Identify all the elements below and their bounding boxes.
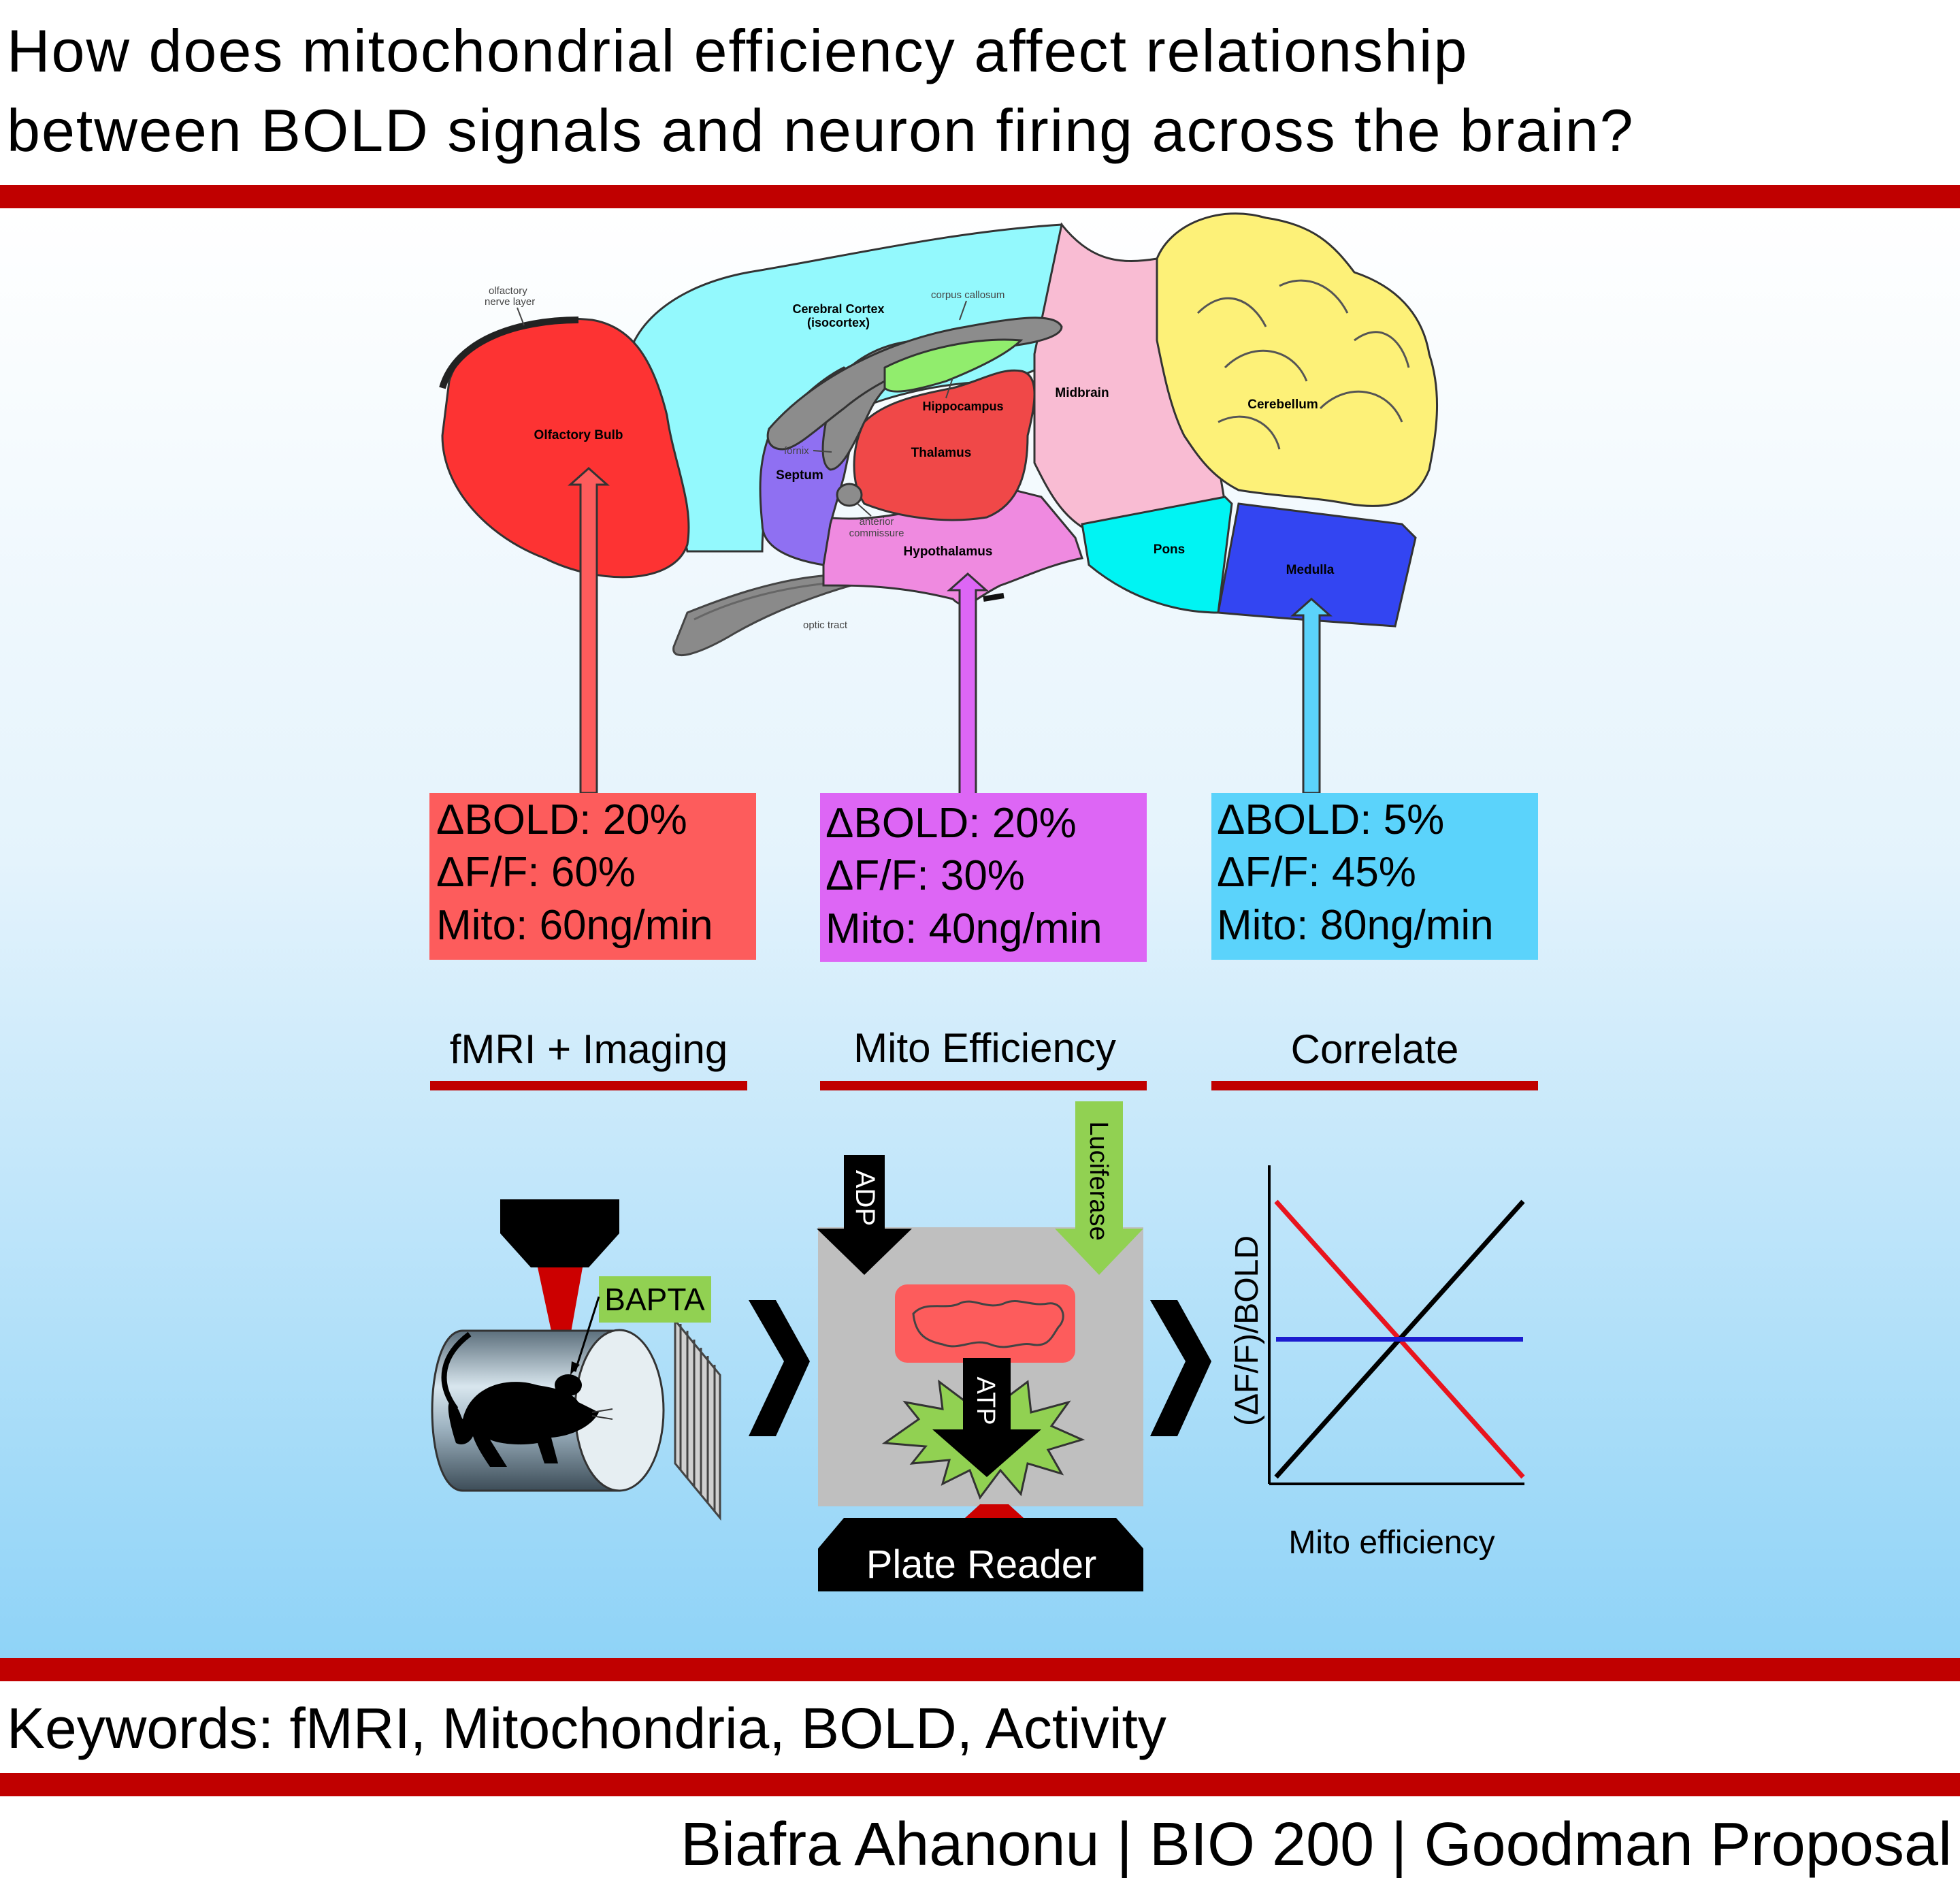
label-hypothalamus: Hypothalamus <box>904 545 993 559</box>
chevron-right-icon <box>1150 1300 1211 1436</box>
region-bold: ΔBOLD: 5% <box>1217 796 1444 843</box>
label-cerebellum: Cerebellum <box>1247 398 1318 412</box>
author-line: Biafra Ahanonu | BIO 200 | Goodman Propo… <box>681 1811 1952 1879</box>
mitochondria-sample <box>895 1284 1075 1363</box>
coil-plates <box>674 1317 721 1521</box>
label-fornix: fornix <box>784 445 809 457</box>
anterior-commissure-region <box>836 483 863 507</box>
label-medulla: Medulla <box>1286 563 1335 577</box>
title-line-1: How does mitochondrial efficiency affect… <box>7 17 1468 84</box>
correlation-chart: Mito efficiency (ΔF/F)/BOLD <box>1229 1165 1525 1561</box>
label-anterior-commissure-2: commissure <box>849 528 904 539</box>
microscope-setup: BAPTA <box>431 1199 721 1521</box>
label-thalamus: Thalamus <box>911 446 972 460</box>
arrow-hypothalamus <box>947 572 989 798</box>
atp-arrow <box>932 1358 1041 1477</box>
region-mito: Mito: 40ng/min <box>826 905 1102 952</box>
bapta-label: BAPTA <box>604 1282 705 1317</box>
region-mito: Mito: 60ng/min <box>436 902 713 949</box>
title-line-2: between BOLD signals and neuron firing a… <box>7 97 1635 164</box>
label-anterior-commissure-1: anterior <box>860 516 894 528</box>
adp-arrow <box>817 1155 912 1275</box>
label-cortex-2: (isocortex) <box>807 316 870 329</box>
mouse-icon <box>441 1331 613 1467</box>
corpus-callosum-region <box>766 317 1063 451</box>
luciferase-label: Luciferase <box>1084 1121 1113 1240</box>
footer-divider <box>0 1773 1960 1796</box>
atp-label: ATP <box>971 1376 1000 1425</box>
label-olfactory-nerve-layer-1: olfactory <box>489 285 527 297</box>
step-underline <box>820 1081 1147 1090</box>
label-optic-tract: optic tract <box>803 619 848 631</box>
laser-beam <box>538 1267 583 1382</box>
plate-reader <box>818 1518 1143 1591</box>
objective-lens <box>500 1199 619 1267</box>
label-septum: Septum <box>776 468 823 483</box>
chart-ylabel: (ΔF/F)/BOLD <box>1229 1235 1265 1426</box>
chart-xlabel: Mito efficiency <box>1288 1525 1494 1561</box>
step-heading-correlate: Correlate <box>1291 1026 1459 1072</box>
keywords-divider <box>0 1658 1960 1681</box>
label-hippocampus: Hippocampus <box>922 400 1003 413</box>
medulla-region <box>1217 502 1417 628</box>
region-box-hypothalamus: ΔBOLD: 20% ΔF/F: 30% Mito: 40ng/min <box>820 793 1147 962</box>
assay-plate: ADP Luciferase ATP Plate Reader <box>817 1101 1143 1591</box>
chevron-right-icon <box>749 1300 810 1436</box>
luciferase-arrow <box>1055 1101 1143 1275</box>
region-df: ΔF/F: 30% <box>826 852 1025 899</box>
step-underline <box>430 1081 747 1090</box>
region-df: ΔF/F: 45% <box>1217 849 1416 896</box>
region-df: ΔF/F: 60% <box>436 849 636 896</box>
bapta-label-box <box>599 1276 711 1323</box>
arrow-olfactory <box>568 466 610 794</box>
plate-reader-sensor <box>965 1504 1024 1518</box>
region-bold: ΔBOLD: 20% <box>436 796 687 843</box>
keywords: Keywords: fMRI, Mitochondria, BOLD, Acti… <box>7 1696 1166 1760</box>
step-heading-mito: Mito Efficiency <box>853 1025 1116 1071</box>
label-midbrain: Midbrain <box>1055 386 1109 400</box>
cerebellum-region <box>1156 212 1439 507</box>
label-cortex-1: Cerebral Cortex <box>792 302 884 316</box>
header-divider <box>0 185 1960 208</box>
region-box-medulla: ΔBOLD: 5% ΔF/F: 45% Mito: 80ng/min <box>1211 793 1538 960</box>
optic-tract <box>672 574 885 657</box>
label-olfactory-nerve-layer-2: nerve layer <box>485 296 535 308</box>
step-underline <box>1211 1081 1538 1090</box>
adp-label: ADP <box>850 1170 880 1226</box>
header-background <box>0 0 1960 185</box>
hippocampus-region <box>883 338 1024 393</box>
brain-diagram: olfactory nerve layer Cerebral Cortex (i… <box>439 212 1439 657</box>
region-mito: Mito: 80ng/min <box>1217 902 1494 949</box>
thalamus-region <box>853 369 1036 521</box>
label-corpus-callosum: corpus callosum <box>931 289 1004 301</box>
arrow-medulla <box>1290 597 1333 794</box>
label-olfactory-bulb: Olfactory Bulb <box>534 428 623 442</box>
step-heading-imaging: fMRI + Imaging <box>450 1026 728 1072</box>
label-pons: Pons <box>1154 542 1185 557</box>
region-box-olfactory: ΔBOLD: 20% ΔF/F: 60% Mito: 60ng/min <box>429 793 756 960</box>
region-bold: ΔBOLD: 20% <box>826 800 1077 847</box>
plate-reader-label: Plate Reader <box>866 1542 1097 1587</box>
